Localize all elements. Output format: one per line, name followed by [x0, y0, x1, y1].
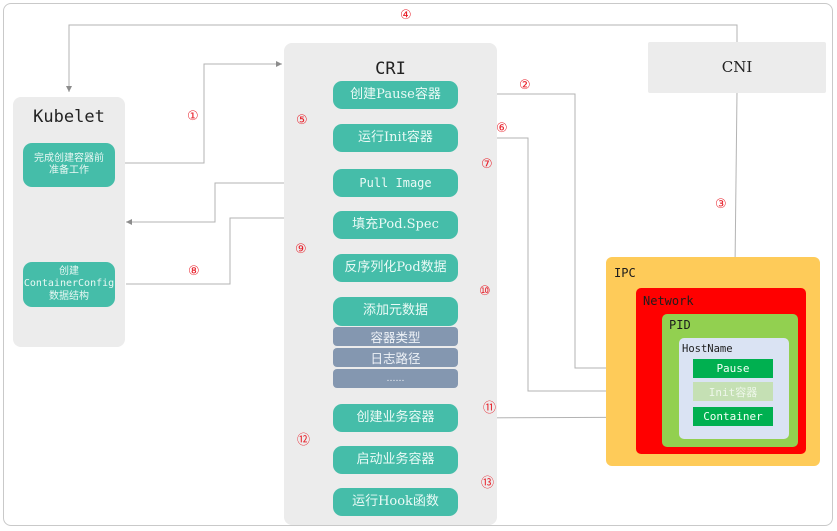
cri-step-pull-image: Pull Image [333, 169, 458, 197]
step-number-4: ④ [400, 8, 412, 23]
kubelet-step-prepare-line: 完成创建容器前 [34, 152, 104, 164]
container-pause: Pause [693, 359, 773, 378]
step-number-11: ⑪ [483, 401, 497, 416]
kubelet-step-config-line: 数据结构 [49, 290, 89, 302]
cri-step-add-metadata: 添加元数据 [333, 297, 458, 326]
cri-step-run-init: 运行Init容器 [333, 124, 458, 152]
kubelet-panel: Kubelet 完成创建容器前 准备工作 创建 ContainerConfig … [13, 97, 125, 347]
cri-step-create-container: 创建业务容器 [333, 404, 458, 432]
metadata-item-more: …… [333, 369, 458, 388]
step-number-1: ① [187, 109, 199, 124]
metadata-item-log-path: 日志路径 [333, 348, 458, 367]
cri-step-run-hook: 运行Hook函数 [333, 488, 458, 516]
step-number-2: ② [519, 78, 531, 93]
step-number-13: ⑬ [481, 476, 495, 491]
step-number-10: ⑩ [479, 284, 491, 299]
connector-pull-image-return [126, 182, 332, 225]
connector-step-4 [66, 24, 738, 92]
cri-step-fill-pod-spec: 填充Pod.Spec [333, 211, 458, 239]
cni-panel: CNI [648, 42, 826, 93]
kubelet-step-containerconfig: 创建 ContainerConfig 数据结构 [23, 262, 115, 307]
step-number-6: ⑥ [496, 121, 508, 136]
metadata-item-container-type: 容器类型 [333, 327, 458, 346]
step-number-12: ⑫ [297, 433, 311, 448]
network-label: Network [643, 294, 694, 308]
cri-step-start-container: 启动业务容器 [333, 446, 458, 474]
hostname-label: HostName [682, 343, 733, 355]
kubelet-step-config-line: 创建 [59, 265, 79, 277]
container-business: Container [693, 407, 773, 426]
step-number-8: ⑧ [188, 264, 200, 279]
kubelet-step-prepare-line: 准备工作 [49, 165, 89, 176]
step-number-7: ⑦ [481, 157, 493, 172]
kubelet-step-prepare: 完成创建容器前 准备工作 [23, 143, 115, 187]
ipc-label: IPC [614, 266, 636, 280]
cni-title: CNI [721, 58, 753, 76]
step-number-3: ③ [715, 197, 727, 212]
step-number-9: ⑨ [295, 242, 307, 257]
step-number-5: ⑤ [296, 113, 308, 128]
pid-label: PID [669, 318, 691, 332]
connector-step-8 [126, 215, 329, 285]
kubelet-step-config-line: ContainerConfig [23, 278, 115, 290]
connector-step-1 [125, 61, 282, 164]
cri-step-create-pause: 创建Pause容器 [333, 81, 458, 109]
cri-step-deserialize-pod: 反序列化Pod数据 [333, 254, 458, 282]
kubelet-title: Kubelet [33, 107, 105, 127]
cri-title: CRI [375, 59, 406, 79]
container-init: Init容器 [693, 382, 773, 401]
cri-panel: CRI [284, 43, 497, 525]
